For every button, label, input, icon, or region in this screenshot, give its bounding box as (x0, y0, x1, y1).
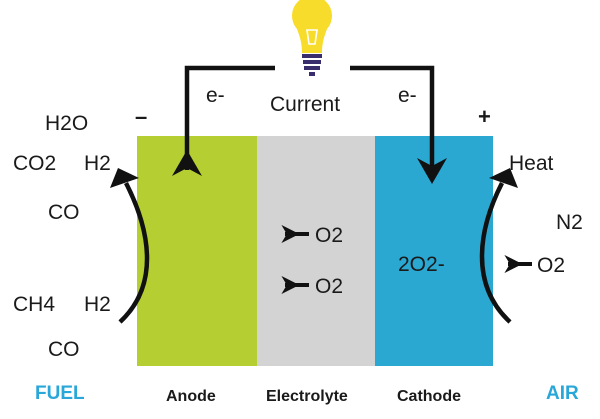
anode-label: Anode (166, 388, 216, 405)
electrolyte-label: Electrolyte (266, 388, 348, 405)
fuel-input-ch4: CH4 (13, 293, 55, 316)
electrolyte-layer (257, 136, 375, 366)
air-title: AIR (546, 383, 579, 404)
air-flow-arrowhead (489, 168, 518, 188)
fuel-flow-arrowhead (110, 168, 139, 188)
fuel-input-co: CO (48, 338, 80, 361)
air-output-heat: Heat (509, 152, 554, 175)
cathode-terminal-plus: + (478, 104, 491, 129)
current-label: Current (270, 93, 340, 116)
electron-label-right: e- (398, 84, 417, 107)
cathode-ion: 2O2- (398, 253, 445, 276)
electron-label-left: e- (206, 84, 225, 107)
air-input-o2: O2 (537, 254, 565, 277)
anode-layer (137, 136, 257, 366)
light-bulb-icon (292, 0, 332, 76)
external-circuit-wire-right (350, 65, 435, 166)
electrolyte-ion-1: O2 (315, 224, 343, 247)
external-circuit-wire-left (184, 65, 275, 170)
fuel-input-h2: H2 (84, 293, 111, 316)
fuel-output-h2: H2 (84, 152, 111, 175)
air-output-n2: N2 (556, 211, 583, 234)
anode-electron-arrowhead (172, 150, 202, 176)
air-flow-arrow (479, 181, 512, 324)
fuel-output-co: CO (48, 201, 80, 224)
cathode-electron-arrowhead (417, 158, 447, 184)
cathode-label: Cathode (397, 388, 461, 405)
fuel-output-h2o: H2O (45, 112, 88, 135)
fuel-output-co2: CO2 (13, 152, 56, 175)
electrolyte-ion-2: O2 (315, 275, 343, 298)
fuel-title: FUEL (35, 383, 85, 404)
anode-terminal-minus: – (135, 104, 147, 129)
fuel-flow-arrow (118, 181, 150, 324)
